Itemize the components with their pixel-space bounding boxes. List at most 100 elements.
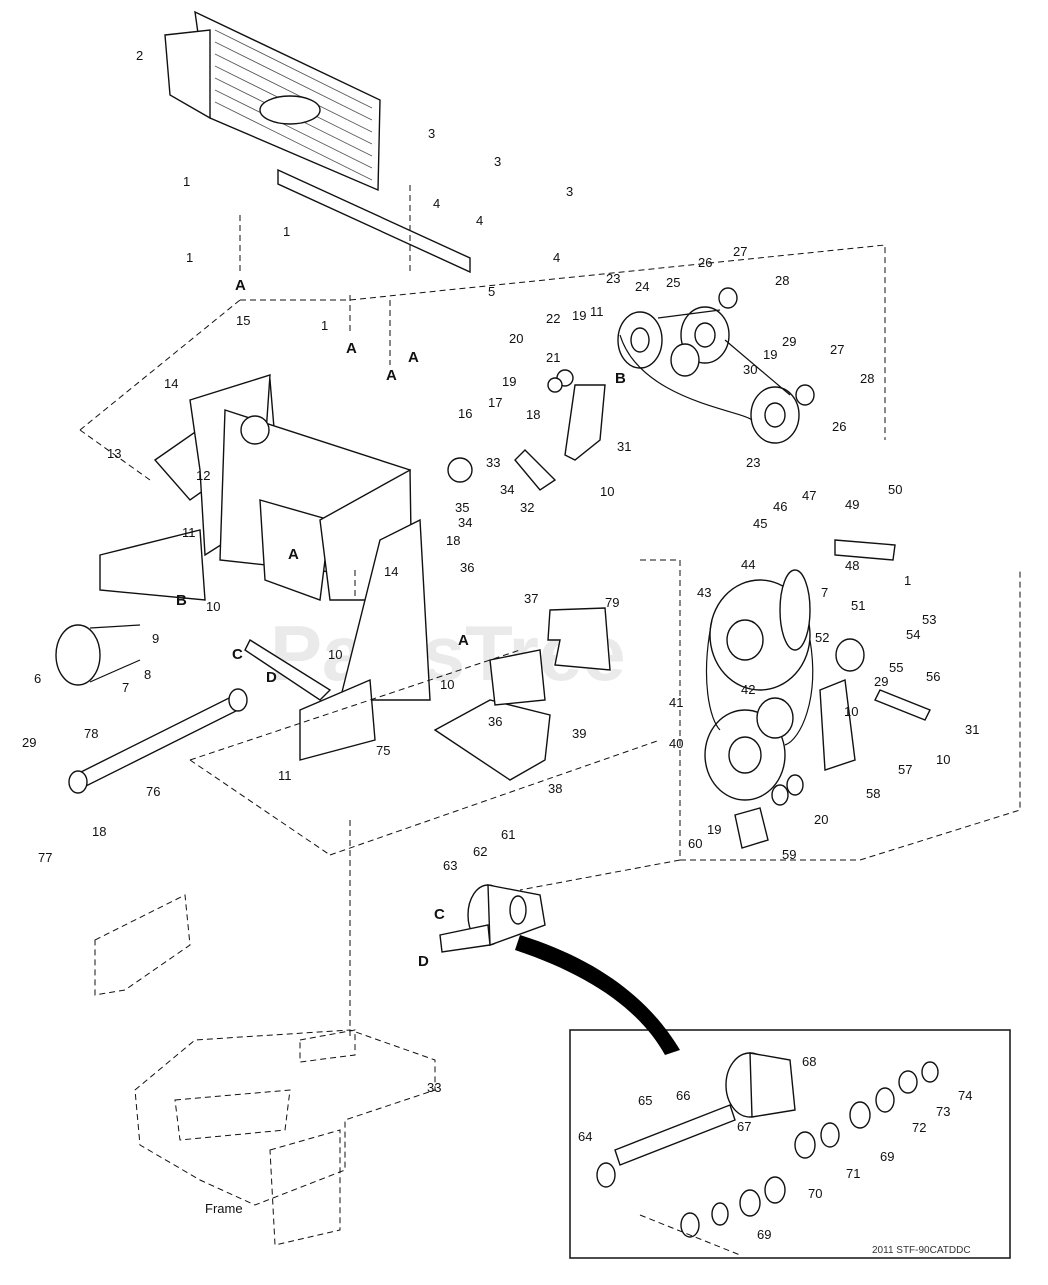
label-part-45: 45 <box>753 516 767 531</box>
label-part-10: 10 <box>600 484 614 499</box>
label-part-44: 44 <box>741 557 755 572</box>
label-part-24: 24 <box>635 279 649 294</box>
label-part-62: 62 <box>473 844 487 859</box>
label-part-69: 69 <box>757 1227 771 1242</box>
driveshaft <box>68 688 248 794</box>
label-part-35: 35 <box>455 500 469 515</box>
hub-6 <box>55 624 141 686</box>
label-part-25: 25 <box>666 275 680 290</box>
label-part-75: 75 <box>376 743 390 758</box>
label-part-11: 11 <box>182 525 196 540</box>
label-part-49: 49 <box>845 497 859 512</box>
ref-letter-c: C <box>434 906 445 923</box>
label-part-36: 36 <box>460 560 474 575</box>
label-part-2: 2 <box>136 48 143 63</box>
label-part-71: 71 <box>846 1166 860 1181</box>
label-part-77: 77 <box>38 850 52 865</box>
label-part-1: 1 <box>321 318 328 333</box>
label-part-23: 23 <box>746 455 760 470</box>
label-part-10: 10 <box>936 752 950 767</box>
roller-59 <box>734 774 804 849</box>
label-part-4: 4 <box>433 196 440 211</box>
reference-lines <box>79 215 1021 1040</box>
label-part-23: 23 <box>606 271 620 286</box>
label-part-20: 20 <box>509 331 523 346</box>
label-part-68: 68 <box>802 1054 816 1069</box>
label-part-34: 34 <box>500 482 514 497</box>
label-part-48: 48 <box>845 558 859 573</box>
label-part-58: 58 <box>866 786 880 801</box>
label-part-47: 47 <box>802 488 816 503</box>
clutch-assembly <box>704 539 931 801</box>
label-part-61: 61 <box>501 827 515 842</box>
label-part-79: 79 <box>605 595 619 610</box>
label-part-27: 27 <box>733 244 747 259</box>
label-part-66: 66 <box>676 1088 690 1103</box>
label-part-26: 26 <box>832 419 846 434</box>
label-part-18: 18 <box>92 824 106 839</box>
label-part-76: 76 <box>146 784 160 799</box>
label-part-37: 37 <box>524 591 538 606</box>
label-part-78: 78 <box>84 726 98 741</box>
diagram-code: 2011 STF-90CATDDC <box>872 1245 971 1256</box>
label-part-72: 72 <box>912 1120 926 1135</box>
label-part-5: 5 <box>488 284 495 299</box>
label-part-50: 50 <box>888 482 902 497</box>
label-part-30: 30 <box>743 362 757 377</box>
ref-letter-a: A <box>458 632 469 649</box>
label-part-1: 1 <box>183 174 190 189</box>
label-part-42: 42 <box>741 682 755 697</box>
label-part-40: 40 <box>669 736 683 751</box>
ref-letter-d: D <box>266 669 277 686</box>
label-part-3: 3 <box>428 126 435 141</box>
label-part-19: 19 <box>763 347 777 362</box>
label-part-56: 56 <box>926 669 940 684</box>
label-part-36: 36 <box>488 714 502 729</box>
label-part-19: 19 <box>502 374 516 389</box>
frame-label: Frame <box>205 1201 243 1216</box>
ref-letter-a: A <box>386 367 397 384</box>
label-part-20: 20 <box>814 812 828 827</box>
label-part-29: 29 <box>782 334 796 349</box>
ref-letter-a: A <box>408 349 419 366</box>
inset-gearbox-detail <box>515 935 1011 1259</box>
frame-sketch <box>94 894 191 996</box>
label-part-46: 46 <box>773 499 787 514</box>
label-part-8: 8 <box>144 667 151 682</box>
label-part-43: 43 <box>697 585 711 600</box>
gearbox-63 <box>439 884 546 953</box>
label-part-11: 11 <box>278 768 292 783</box>
label-part-27: 27 <box>830 342 844 357</box>
label-part-19: 19 <box>707 822 721 837</box>
label-part-31: 31 <box>617 439 631 454</box>
shield-plates <box>433 607 611 781</box>
label-part-64: 64 <box>578 1129 592 1144</box>
label-part-33: 33 <box>427 1080 441 1095</box>
label-part-14: 14 <box>384 564 398 579</box>
label-part-1: 1 <box>904 573 911 588</box>
label-part-32: 32 <box>520 500 534 515</box>
label-part-9: 9 <box>152 631 159 646</box>
mount-strip <box>277 168 471 275</box>
label-part-7: 7 <box>122 680 129 695</box>
ref-letter-b: B <box>615 370 626 387</box>
ref-letter-b: B <box>176 592 187 609</box>
label-part-11: 11 <box>590 304 604 319</box>
label-part-52: 52 <box>815 630 829 645</box>
label-part-67: 67 <box>737 1119 751 1134</box>
label-part-10: 10 <box>328 647 342 662</box>
label-part-41: 41 <box>669 695 683 710</box>
label-part-63: 63 <box>443 858 457 873</box>
tractor-frame <box>134 1029 436 1246</box>
main-frame-plates <box>99 374 431 761</box>
label-part-34: 34 <box>458 515 472 530</box>
reference-letter-labels: A A A A A A B B C C D D <box>176 277 626 970</box>
part-number-labels: 2 3 3 3 4 4 4 5 1 1 1 1 1 15 14 13 12 11… <box>22 48 979 1242</box>
label-part-18: 18 <box>526 407 540 422</box>
label-part-10: 10 <box>844 704 858 719</box>
ref-letter-a: A <box>346 340 357 357</box>
label-part-39: 39 <box>572 726 586 741</box>
label-part-65: 65 <box>638 1093 652 1108</box>
label-part-21: 21 <box>546 350 560 365</box>
ref-letter-d: D <box>418 953 429 970</box>
